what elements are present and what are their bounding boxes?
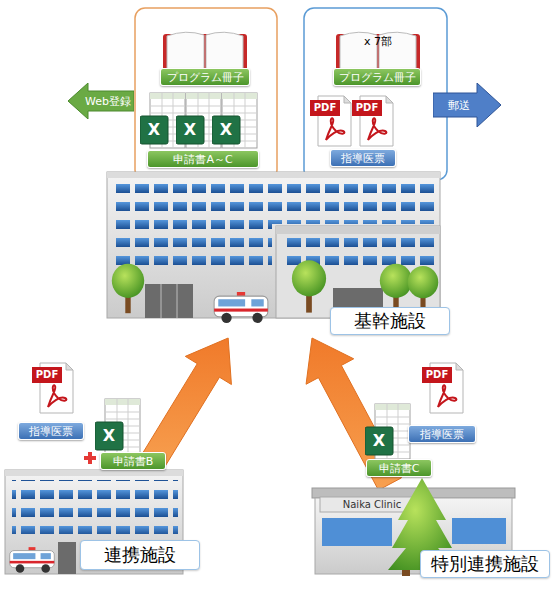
pdf-text: PDF [356,103,378,113]
entrance [58,542,76,574]
excel-letter: X [373,433,385,449]
roof-edge [276,226,440,234]
booklet-tag: プログラム冊子 [160,68,250,86]
red-cross [88,452,92,464]
tag-text: 申請書B [113,456,154,467]
window-grid [112,180,437,224]
window-grid [12,480,178,534]
block-arrow-outline [433,83,501,127]
building-wing [276,226,440,318]
instructor-form-tag: 指導医票 [408,425,476,443]
core-hospital: 基幹施設 [105,168,450,338]
ambulance [214,292,268,323]
copies-note: x 7部 [364,36,392,47]
tag-text: 指導医票 [341,153,385,164]
pdf-icon [310,96,351,146]
pdf-icon [422,363,463,413]
tag-text: プログラム冊子 [339,72,416,83]
web-arrow: Web登録 [68,83,134,119]
window [322,518,392,546]
tree [408,266,439,313]
pdf-icon [352,96,393,146]
window [452,518,506,544]
tree [380,264,412,314]
facility-name: 基幹施設 [330,307,450,335]
excel-icon [212,93,257,148]
facility-name: 連携施設 [80,540,200,570]
application-tag: 申請書C [366,459,432,477]
partner-hospital: 連携施設 [3,466,193,578]
tag-text: 指導医票 [420,429,464,440]
instructor-form-tag: 指導医票 [18,422,84,440]
block-arrow-outline [68,83,134,119]
tag-text: 申請書A～C [173,154,232,165]
roof-edge [5,470,183,476]
tag-text: 郵送 [448,98,470,113]
group-frame [304,8,447,180]
excel-icon [365,404,410,459]
pdf-icon [32,363,73,413]
excel-letter: X [220,122,232,138]
excel-letter: X [103,428,115,444]
tree [112,264,144,314]
booklet-tag: プログラム冊子 [333,68,421,86]
main-building [107,172,440,318]
window-grid [112,224,272,272]
tag-text: プログラム冊子 [167,72,244,83]
instructor-form-tag: 指導医票 [330,149,396,167]
tag-text: 申請書C [379,463,420,474]
application-tag: 申請書A～C [147,150,259,168]
special-partner-clinic: 特別連携施設 [310,484,553,580]
tree [292,260,326,312]
mail-arrow: 郵送 [433,83,501,127]
door-frame [161,284,177,318]
excel-letter: X [148,122,160,138]
pdf-text: PDF [314,103,336,113]
tag-text: 指導医票 [29,426,73,437]
entrance [145,284,193,318]
tag-text: Web登録 [85,94,131,109]
pdf-text: PDF [36,370,58,380]
pdf-text: PDF [426,370,448,380]
excel-letter: X [184,122,196,138]
group-frame [135,8,277,180]
application-tag: 申請書B [100,452,166,470]
excel-icon [95,399,140,454]
roof-edge [107,172,440,178]
facility-name: 特別連携施設 [420,550,550,578]
clinic-sign-text: Naika Clinic [343,500,401,510]
ambulance [10,547,55,573]
